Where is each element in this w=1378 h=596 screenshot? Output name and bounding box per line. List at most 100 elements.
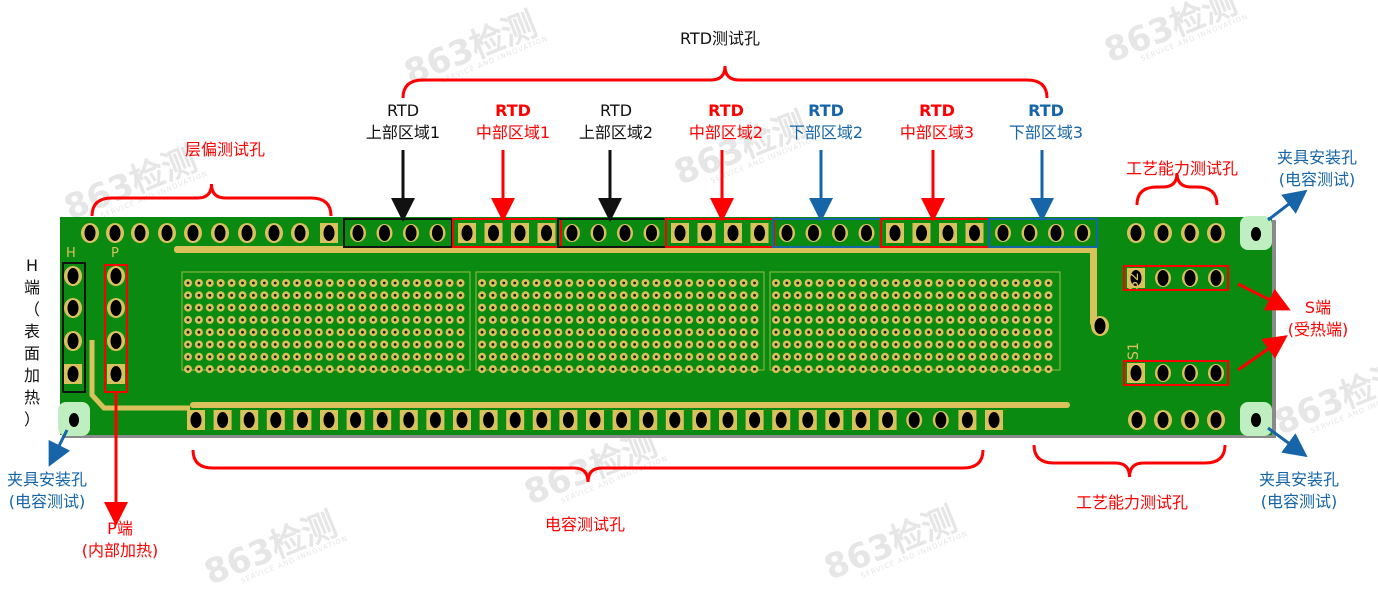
- perf-hole: [491, 293, 495, 297]
- perf-hole: [197, 355, 201, 359]
- perf-hole: [949, 306, 952, 309]
- silkscreen-s1: S1: [1126, 342, 1142, 360]
- perf-hole: [687, 293, 691, 297]
- perf-hole: [774, 330, 778, 334]
- perf-hole: [742, 293, 745, 297]
- drill-hole: [616, 412, 628, 428]
- perf-hole: [698, 281, 702, 285]
- perf-hole: [513, 330, 517, 334]
- perf-hole: [491, 355, 495, 359]
- perf-hole: [633, 293, 636, 297]
- perf-hole: [219, 367, 223, 371]
- perf-hole: [981, 281, 985, 285]
- perf-hole: [894, 330, 898, 334]
- trace-bottom-bus: [190, 402, 1070, 408]
- s-end-label: S端 (受热端): [1268, 297, 1368, 341]
- perf-hole: [807, 306, 811, 309]
- perf-hole: [927, 330, 930, 334]
- perf-hole: [785, 355, 789, 359]
- perf-hole: [284, 318, 288, 322]
- perf-hole: [785, 281, 789, 285]
- drill-hole: [190, 412, 202, 428]
- perf-hole: [687, 281, 691, 285]
- perf-hole: [502, 343, 506, 346]
- p-end-subtitle: (内部加热): [81, 541, 159, 560]
- perf-hole: [513, 343, 517, 346]
- perf-hole: [556, 330, 560, 334]
- perf-hole: [241, 355, 244, 359]
- perf-hole: [720, 343, 724, 346]
- fixture-hole-top-right-label: 夹具安装孔 (电容测试): [1262, 147, 1372, 191]
- perf-hole: [524, 318, 527, 322]
- perf-hole: [850, 293, 854, 297]
- perf-hole: [894, 281, 898, 285]
- perf-hole: [883, 281, 887, 285]
- drill-hole: [403, 412, 415, 428]
- perf-hole: [262, 355, 266, 359]
- perf-hole: [611, 355, 615, 359]
- drill-hole: [589, 412, 601, 428]
- perf-hole: [720, 293, 724, 297]
- perf-hole: [665, 355, 669, 359]
- perf-hole: [578, 355, 582, 359]
- rtd-label-line2: 上部区域1: [365, 123, 441, 142]
- perf-hole: [437, 306, 441, 309]
- perf-hole: [284, 281, 288, 285]
- perf-hole: [949, 281, 952, 285]
- perf-hole: [774, 343, 778, 346]
- drill-hole: [997, 225, 1009, 241]
- drill-hole: [642, 412, 654, 428]
- perf-hole: [186, 293, 190, 297]
- drill-hole: [942, 225, 954, 241]
- perf-hole: [371, 330, 375, 334]
- perf-hole: [731, 330, 735, 334]
- drill-hole: [1210, 225, 1222, 241]
- perf-hole: [350, 306, 353, 309]
- drill-hole: [669, 412, 681, 428]
- perf-hole: [644, 281, 647, 285]
- perf-hole: [361, 318, 364, 322]
- perf-hole: [230, 367, 234, 371]
- perf-hole: [361, 355, 364, 359]
- perf-hole: [295, 343, 299, 346]
- perf-hole: [742, 355, 745, 359]
- h-end-char: ）: [23, 410, 40, 429]
- perf-hole: [480, 318, 484, 322]
- perf-hole: [970, 330, 974, 334]
- perf-hole: [753, 355, 756, 359]
- perf-hole: [829, 293, 832, 297]
- perf-hole: [883, 293, 887, 297]
- perf-hole: [829, 330, 832, 334]
- perf-hole: [556, 318, 560, 322]
- fixture-hole: [69, 413, 79, 427]
- perf-hole: [774, 355, 778, 359]
- perf-hole: [883, 355, 887, 359]
- perf-hole: [785, 343, 789, 346]
- perf-hole: [818, 306, 821, 309]
- perf-hole: [567, 367, 571, 371]
- perf-hole: [753, 330, 756, 334]
- perf-hole: [818, 367, 821, 371]
- perf-hole: [284, 355, 288, 359]
- perf-hole: [938, 367, 941, 371]
- perf-hole: [600, 293, 604, 297]
- perf-hole: [785, 318, 789, 322]
- perf-hole: [753, 318, 756, 322]
- perf-hole: [567, 343, 571, 346]
- perf-hole: [676, 293, 680, 297]
- drill-hole: [352, 225, 364, 241]
- perf-hole: [502, 330, 506, 334]
- drill-hole: [695, 412, 707, 428]
- perf-hole: [262, 367, 266, 371]
- drill-hole: [67, 333, 79, 349]
- perf-hole: [546, 367, 549, 371]
- drill-hole: [775, 412, 787, 428]
- perf-hole: [328, 330, 332, 334]
- perf-hole: [502, 367, 506, 371]
- perf-hole: [807, 367, 811, 371]
- rtd-group-label: RTD测试孔: [679, 29, 761, 48]
- perf-hole: [872, 355, 876, 359]
- perf-hole: [371, 367, 375, 371]
- perf-hole: [480, 281, 484, 285]
